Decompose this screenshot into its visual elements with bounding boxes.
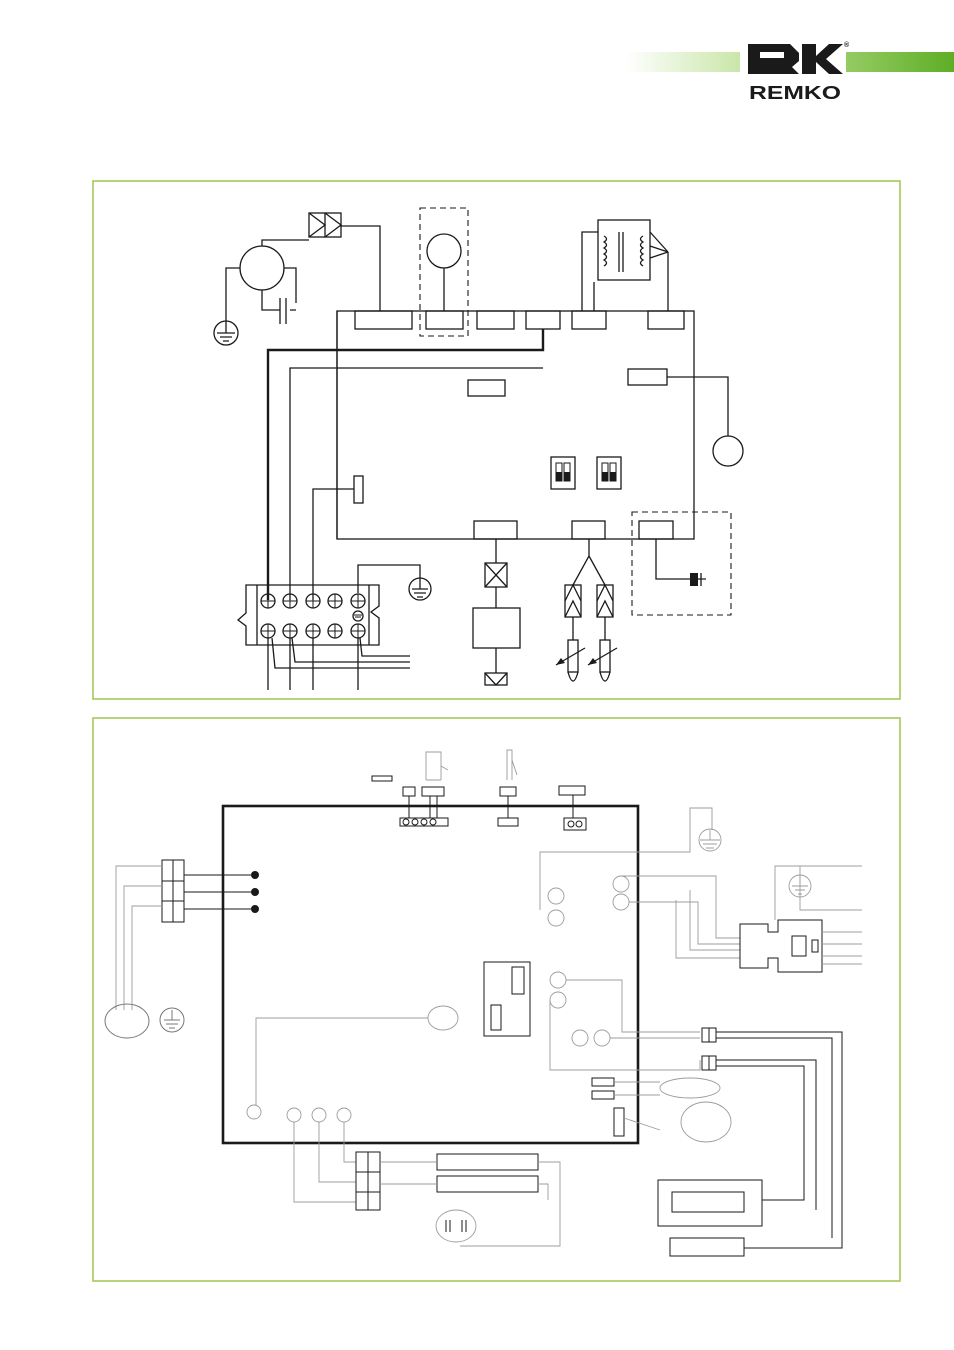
pcb-board [337, 311, 694, 539]
connector-bottom-2 [572, 521, 605, 539]
page-header: ® REMKO [626, 40, 954, 104]
diagram-frame [93, 181, 900, 699]
ground-symbol-2 [409, 578, 431, 600]
plug-icon-2 [485, 673, 507, 685]
pcb-component [468, 380, 505, 396]
connector-4 [526, 311, 560, 329]
pump-branch [473, 539, 520, 685]
brand-name: REMKO [749, 83, 841, 103]
ground-symbol-5 [789, 875, 811, 897]
motor-icon [427, 234, 461, 268]
transformer-icon [582, 220, 668, 311]
dip-switch-2 [597, 457, 621, 489]
supply-motor-icon [105, 1004, 149, 1038]
left-terminal [105, 860, 259, 1038]
remko-logo: ® REMKO [740, 40, 850, 104]
heater-icon [690, 573, 698, 586]
connector-plug-icon [309, 213, 341, 237]
terminal-block [238, 585, 410, 690]
fan-motor-icon [240, 246, 284, 290]
ground-symbol-4 [699, 829, 721, 851]
connector-6 [648, 311, 684, 329]
connector-motor [426, 311, 463, 329]
connector-fan [355, 311, 412, 329]
wiring-diagram-1 [93, 181, 900, 699]
dip-switch-1 [551, 457, 575, 489]
sensor-icon [713, 436, 743, 466]
ground-symbol-3 [160, 1008, 184, 1032]
top-components [372, 750, 586, 830]
terminal-row-top [261, 594, 365, 608]
connector-bottom-1 [474, 521, 517, 539]
fan-motor [226, 213, 380, 324]
thermistor-icon-1 [568, 640, 578, 672]
temperature-sensors [556, 539, 617, 681]
connector-housing [740, 920, 862, 972]
terminal-row-bottom [261, 624, 365, 638]
diagram-frame-2 [93, 718, 900, 1281]
optional-heater-box [632, 512, 731, 615]
ground-symbol-1 [214, 321, 238, 345]
connector-5 [572, 311, 606, 329]
component-box [473, 608, 520, 648]
pcb-connector-left [354, 476, 363, 503]
wiring-diagram-2 [93, 718, 900, 1281]
connector-3 [477, 311, 514, 329]
brand-symbol: ® [844, 41, 850, 49]
thermistor-icon-2 [600, 640, 610, 672]
connector-bottom-3 [639, 521, 673, 539]
pcb-connector-right [628, 369, 667, 385]
pcb-board-2 [223, 806, 638, 1143]
top-connectors [355, 311, 684, 329]
capacitor-icon [262, 290, 296, 324]
